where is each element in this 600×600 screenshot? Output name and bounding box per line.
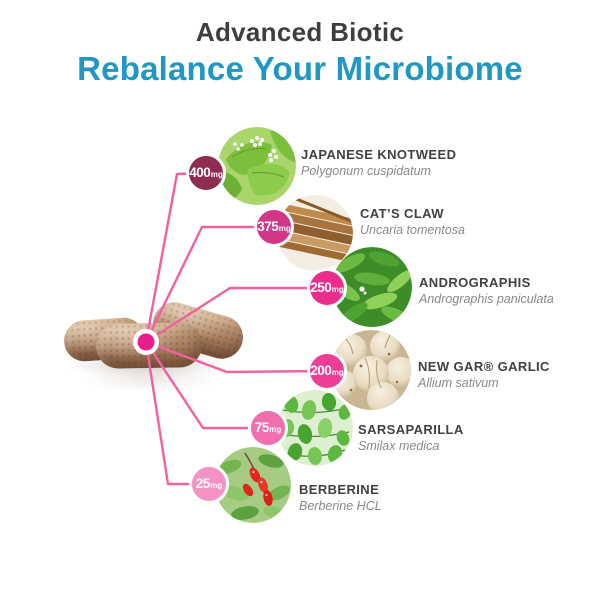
badge-amount: 200: [310, 363, 332, 379]
badge-unit: mg: [331, 285, 344, 294]
label-new-gar-garlic: NEW GAR® GARLIC Allium sativum: [418, 359, 550, 391]
ingredient-latin-name: Uncaria tomentosa: [360, 223, 465, 238]
header: Advanced Biotic Rebalance Your Microbiom…: [0, 17, 600, 88]
capsule-front: [95, 322, 203, 369]
ingredient-name: ANDROGRAPHIS: [419, 275, 531, 290]
garlic-photo: [331, 330, 411, 410]
japanese-knotweed-photo: [218, 127, 296, 205]
badge-amount: 250: [310, 280, 332, 296]
product-title: Advanced Biotic: [195, 17, 405, 47]
label-sarsaparilla: SARSAPARILLA Smilax medica: [358, 422, 464, 454]
badge-amount: 75: [254, 420, 270, 436]
ingredient-latin-name: Andrographis paniculata: [419, 292, 554, 307]
ingredient-name: CAT’S CLAW: [360, 206, 444, 221]
ingredient-latin-name: Allium sativum: [418, 376, 499, 391]
badge-unit: mg: [278, 224, 291, 233]
ingredient-latin-name: Smilax medica: [358, 439, 440, 454]
badge-unit: mg: [210, 170, 223, 179]
badge-unit: mg: [331, 368, 344, 377]
label-japanese-knotweed: JAPANESE KNOTWEED Polygonum cuspidatum: [301, 147, 457, 179]
ingredient-name: SARSAPARILLA: [358, 422, 464, 437]
ingredient-latin-name: Polygonum cuspidatum: [301, 164, 431, 179]
ingredient-name: JAPANESE KNOTWEED: [301, 147, 457, 162]
badge-amount: 400: [189, 165, 211, 181]
badge-unit: mg: [210, 481, 223, 490]
ingredient-latin-name: Berberine HCL: [299, 499, 382, 514]
capsule-reflection: [80, 366, 220, 392]
label-andrographis: ANDROGRAPHIS Andrographis paniculata: [419, 275, 554, 307]
badge-unit: mg: [269, 425, 282, 434]
product-tagline: Rebalance Your Microbiome: [77, 49, 523, 87]
label-cats-claw: CAT’S CLAW Uncaria tomentosa: [360, 206, 465, 238]
ingredient-name: NEW GAR® GARLIC: [418, 359, 550, 374]
badge-amount: 375: [257, 219, 279, 235]
sarsaparilla-photo: [277, 390, 353, 466]
label-berberine: BERBERINE Berberine HCL: [299, 482, 382, 514]
ingredient-name: BERBERINE: [299, 482, 380, 497]
badge-amount: 25: [195, 476, 211, 492]
